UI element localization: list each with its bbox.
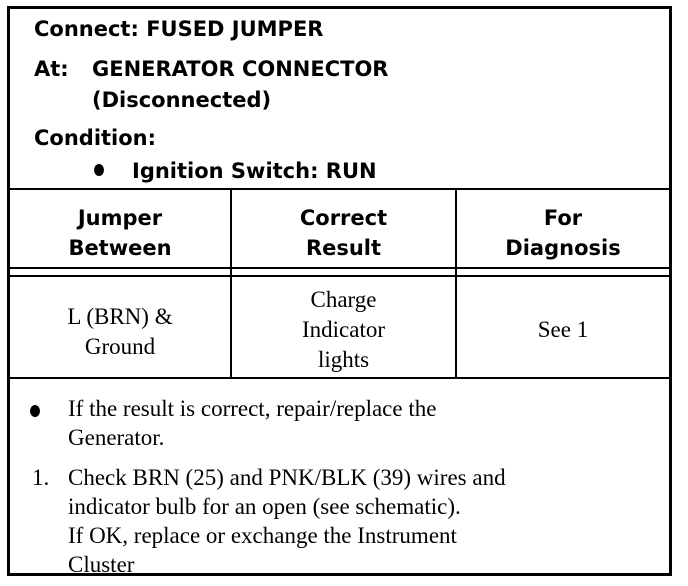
condition-label: Condition: (34, 126, 157, 150)
condition-item: Ignition Switch: RUN (132, 159, 377, 183)
table-header-divider-bottom (10, 275, 669, 277)
connect-label: Connect: (34, 17, 139, 41)
header-divider (10, 188, 669, 190)
note-item-number: 1. (32, 465, 50, 490)
connect-value: FUSED JUMPER (146, 17, 324, 41)
column-header-correct-result: Correct Result (299, 206, 388, 260)
cell-for-diagnosis: See 1 (537, 317, 589, 342)
note-item-line-2: indicator bulb for an open (see schemati… (68, 494, 461, 519)
cell-correct-result: Charge Indicator lights (301, 287, 385, 372)
at-note: (Disconnected) (92, 88, 272, 112)
diagnostic-procedure-box: Connect: FUSED JUMPER At: GENERATOR CONN… (7, 6, 672, 577)
note-item-line-1: Check BRN (25) and PNK/BLK (39) wires an… (68, 465, 506, 490)
note-item-line-4: Cluster (68, 552, 135, 577)
note-bullet-line-1: If the result is correct, repair/replace… (68, 396, 437, 421)
column-divider-2 (455, 190, 457, 379)
bullet-icon (30, 405, 40, 417)
column-header-for-diagnosis: For Diagnosis (505, 206, 621, 260)
note-item-line-3: If OK, replace or exchange the Instrumen… (68, 523, 457, 548)
procedure-header: Connect: FUSED JUMPER At: GENERATOR CONN… (10, 9, 669, 184)
table-header-divider-top (10, 267, 669, 269)
at-value: GENERATOR CONNECTOR (92, 57, 389, 81)
note-bullet-line-2: Generator. (68, 425, 165, 450)
at-label: At: (34, 57, 69, 81)
table-bottom-divider (10, 377, 669, 379)
connect-line: Connect: FUSED JUMPER (34, 17, 323, 41)
cell-jumper-between: L (BRN) & Ground (67, 304, 173, 359)
column-header-jumper-between: Jumper Between (68, 206, 172, 260)
column-divider-1 (230, 190, 232, 379)
bullet-icon (94, 164, 104, 176)
